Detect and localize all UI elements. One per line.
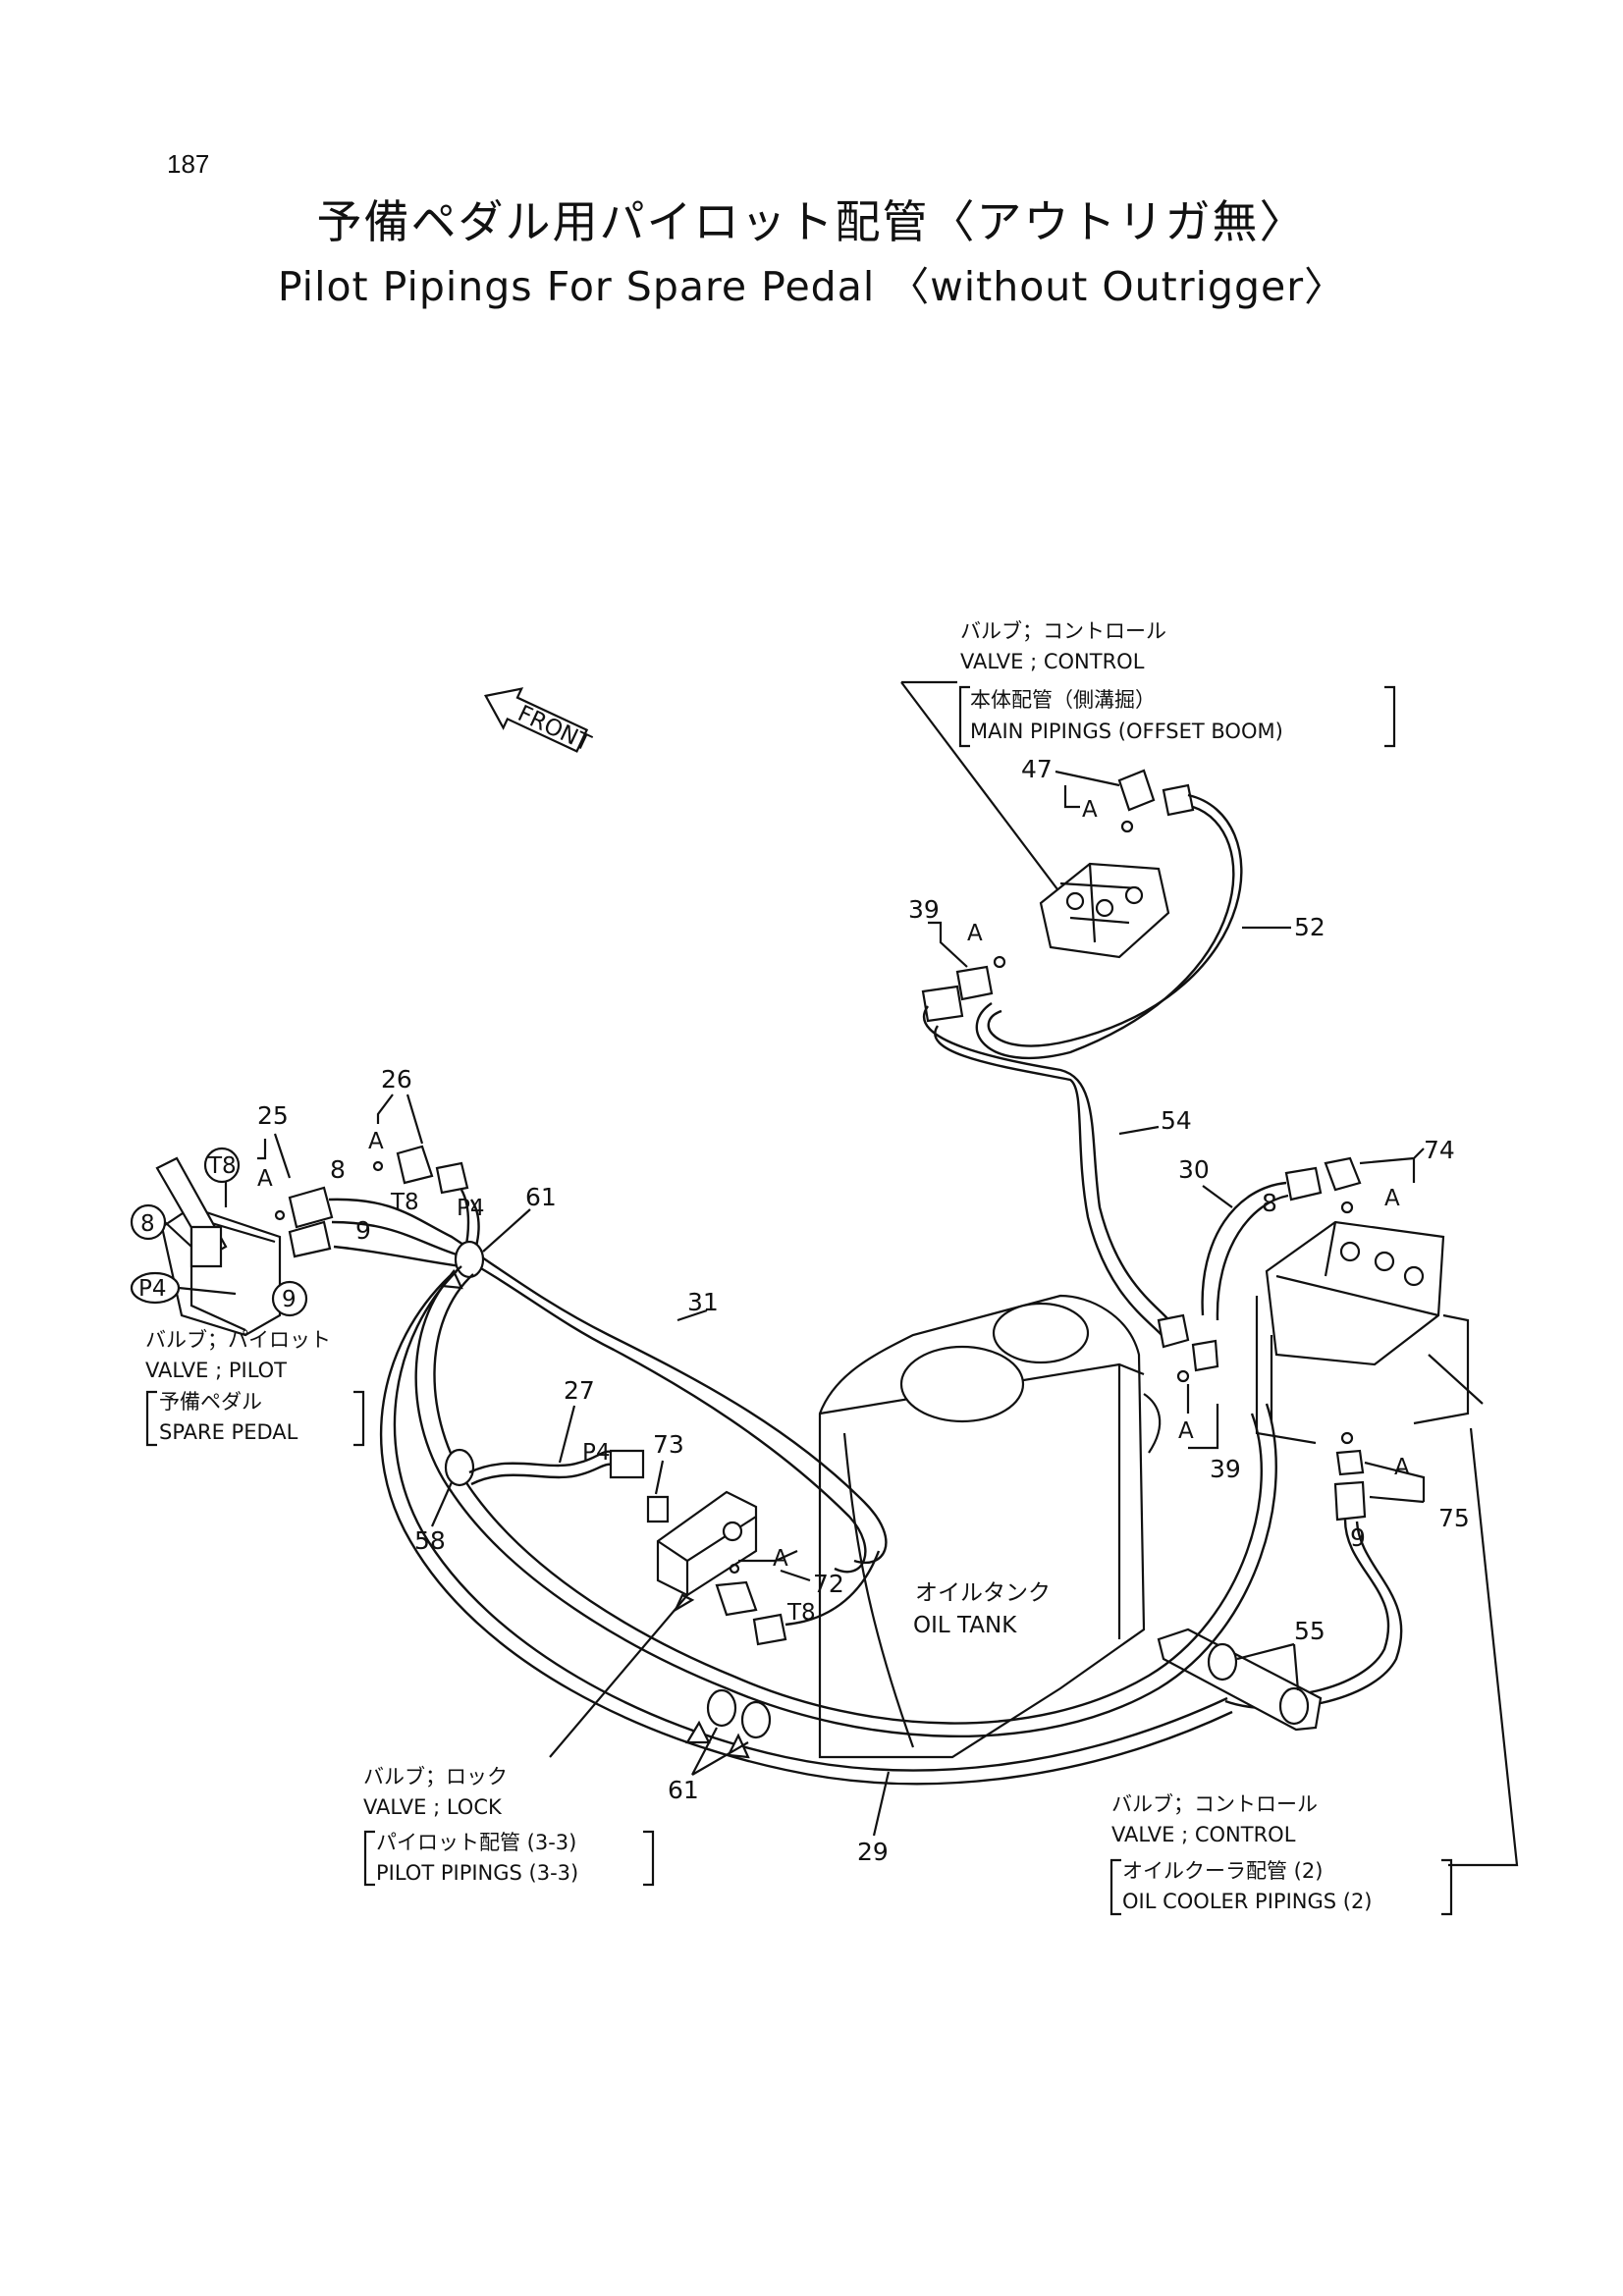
oil-tank-jp: オイルタンク <box>915 1580 1051 1606</box>
page-number: 187 <box>167 149 210 179</box>
valve-control-bottom-en: VALVE ; CONTROL <box>1111 1823 1296 1846</box>
valve-control-top-en: VALVE ; CONTROL <box>960 650 1145 673</box>
valve-lock-label: バルブ；ロック VALVE ; LOCK パイロット配管 (3-3) PILOT… <box>363 1765 655 1887</box>
pilot-valve-spare-pedal <box>155 1156 282 1337</box>
valve-control-top-ref-en: MAIN PIPINGS (OFFSET BOOM) <box>970 720 1283 743</box>
valve-pilot-en: VALVE ; PILOT <box>145 1359 287 1382</box>
valve-control-top-jp: バルブ；コントロール <box>960 619 1166 643</box>
callout-25: 25 <box>257 1101 289 1130</box>
callout-55: 55 <box>1294 1617 1325 1645</box>
callout-30: 30 <box>1178 1155 1210 1184</box>
valve-lock-ref-en: PILOT PIPINGS (3-3) <box>376 1861 578 1885</box>
circle-callout-9: 9 <box>282 1287 297 1312</box>
callout-52: 52 <box>1294 913 1325 941</box>
callout-9-left: 9 <box>355 1216 371 1245</box>
port-p4-lock: P4 <box>582 1440 611 1466</box>
detail-a-74: A <box>1384 1186 1400 1211</box>
callout-39-bottom: 39 <box>1210 1455 1241 1483</box>
front-arrow-icon: FRONT <box>483 687 595 757</box>
callout-75: 75 <box>1438 1504 1470 1532</box>
detail-a-39-bottom: A <box>1178 1418 1194 1444</box>
callout-39-top: 39 <box>908 895 940 924</box>
port-p4-pilot: P4 <box>138 1276 167 1302</box>
valve-control-bottom-ref-en: OIL COOLER PIPINGS (2) <box>1122 1890 1373 1913</box>
front-label: FRONT <box>514 701 595 757</box>
detail-a-26: A <box>368 1129 384 1154</box>
circle-callout-8: 8 <box>140 1211 155 1237</box>
callout-61-upper: 61 <box>525 1183 557 1211</box>
detail-a-25: A <box>257 1166 273 1192</box>
oil-tank-en: OIL TANK <box>913 1613 1017 1638</box>
callout-61-lower: 61 <box>668 1776 699 1804</box>
title-japanese: 予備ペダル用パイロット配管〈アウトリガ無〉 <box>316 195 1307 248</box>
valve-control-top-label: バルブ；コントロール VALVE ; CONTROL 本体配管（側溝掘） MAI… <box>900 619 1396 894</box>
valve-pilot-ref-jp: 予備ペダル <box>159 1390 262 1414</box>
port-t8-left: T8 <box>390 1190 419 1215</box>
callout-58: 58 <box>414 1526 446 1555</box>
port-t8-pilot: T8 <box>207 1153 237 1179</box>
callout-8-left: 8 <box>330 1155 346 1184</box>
oil-tank: オイルタンク OIL TANK <box>818 1294 1162 1759</box>
title-english: Pilot Pipings For Spare Pedal 〈without O… <box>277 263 1346 310</box>
callout-73: 73 <box>653 1430 684 1459</box>
control-valve-top <box>1039 862 1170 959</box>
lock-valve <box>656 1490 758 1613</box>
detail-a-72: A <box>773 1546 788 1572</box>
valve-control-top-ref-jp: 本体配管（側溝掘） <box>970 688 1156 712</box>
valve-pilot-label: バルブ；パイロット VALVE ; PILOT 予備ペダル SPARE PEDA… <box>145 1328 365 1447</box>
callout-8-right: 8 <box>1262 1189 1277 1217</box>
callout-72: 72 <box>813 1570 844 1598</box>
callout-54: 54 <box>1161 1106 1192 1135</box>
callout-29: 29 <box>857 1838 889 1866</box>
valve-pilot-ref-en: SPARE PEDAL <box>159 1420 298 1444</box>
callout-31: 31 <box>687 1288 719 1316</box>
port-p4-left: P4 <box>457 1196 485 1221</box>
valve-lock-jp: バルブ；ロック <box>363 1765 508 1789</box>
callout-74: 74 <box>1424 1136 1455 1164</box>
detail-a-39-top: A <box>967 921 983 946</box>
valve-control-bottom-jp: バルブ；コントロール <box>1111 1792 1318 1816</box>
valve-control-bottom-label: バルブ；コントロール VALVE ; CONTROL オイルクーラ配管 (2) … <box>1109 1792 1453 1916</box>
valve-control-bottom-ref-jp: オイルクーラ配管 (2) <box>1122 1859 1323 1883</box>
detail-a-75: A <box>1394 1455 1410 1480</box>
valve-lock-ref-jp: パイロット配管 (3-3) <box>376 1831 576 1854</box>
callout-26: 26 <box>381 1065 412 1094</box>
callout-47: 47 <box>1021 755 1053 783</box>
valve-pilot-jp: バルブ；パイロット <box>145 1328 331 1352</box>
control-valve-right <box>1255 1220 1484 1445</box>
callout-27: 27 <box>564 1376 595 1405</box>
detail-a-47: A <box>1082 797 1098 823</box>
valve-lock-en: VALVE ; LOCK <box>363 1795 503 1819</box>
